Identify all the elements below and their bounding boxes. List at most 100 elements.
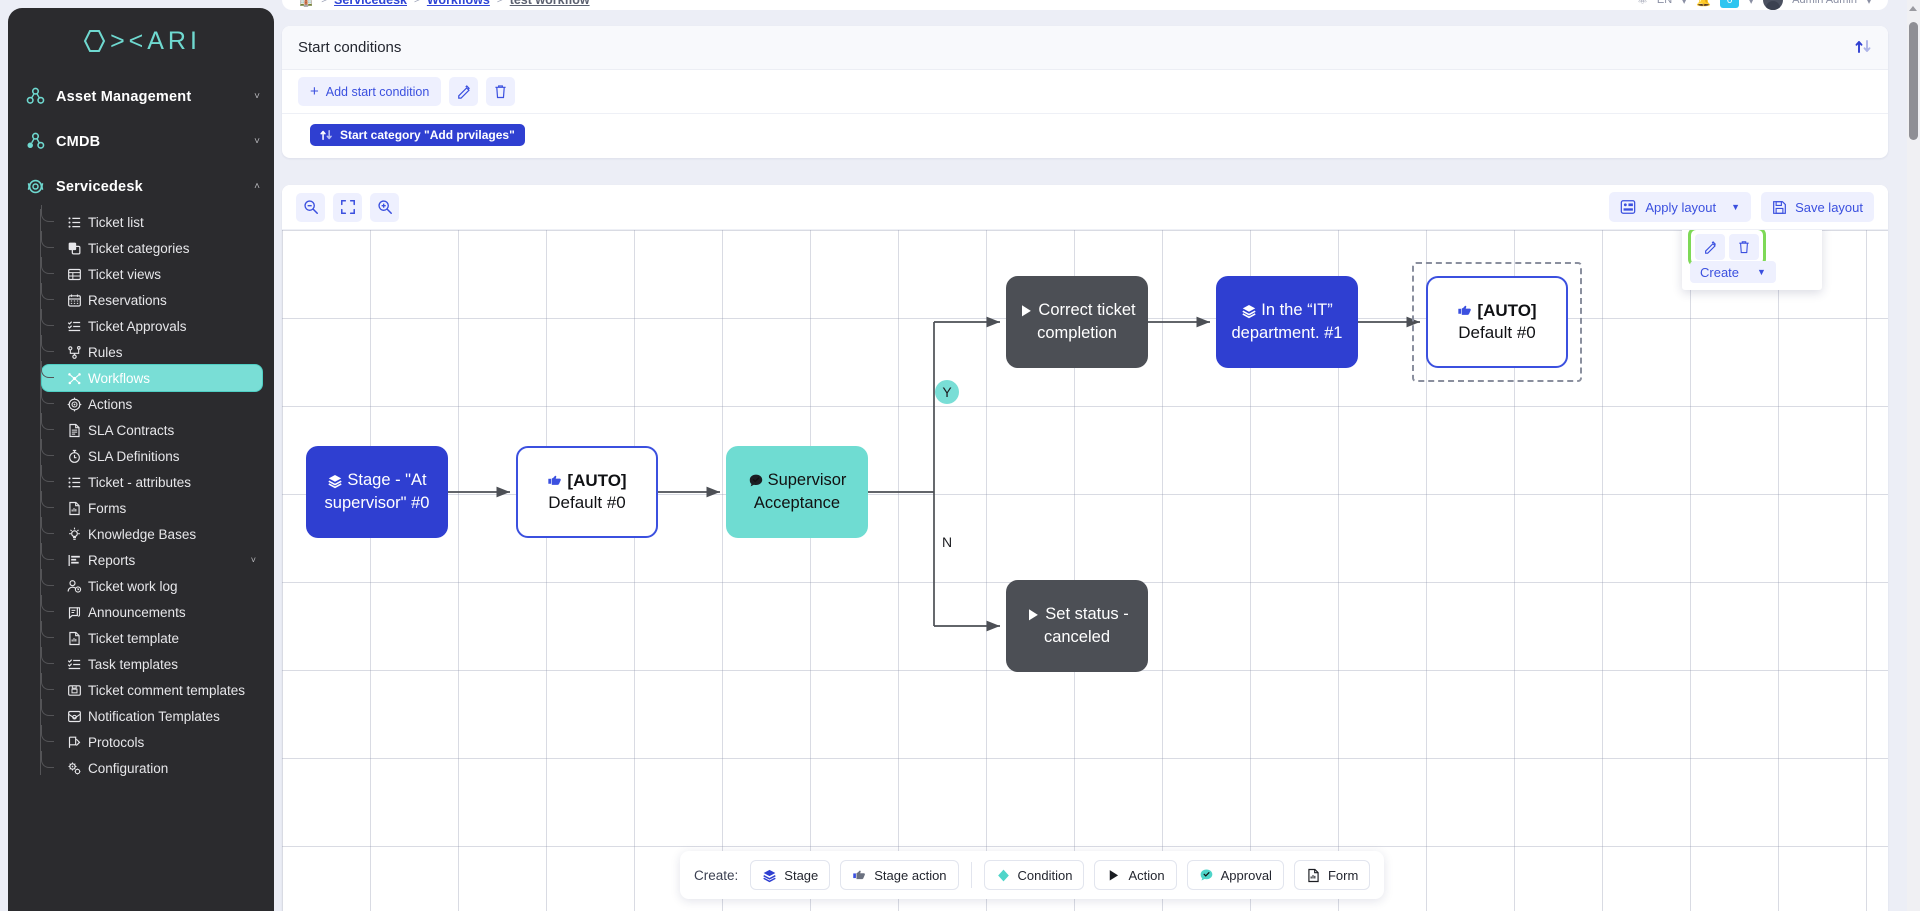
fit-screen-button[interactable]	[333, 192, 362, 222]
chevron-down-icon[interactable]: ▾	[1748, 0, 1755, 7]
page-scrollbar-thumb[interactable]	[1909, 22, 1918, 140]
page-scrollbar[interactable]	[1907, 0, 1920, 911]
chevron-down-icon[interactable]: ▾	[1865, 0, 1872, 7]
diamond-icon	[997, 869, 1009, 881]
sidebar-item-reservations[interactable]: Reservations	[41, 283, 262, 313]
workflow-node-n2[interactable]: [AUTO]Default #0	[516, 446, 658, 538]
checklist-icon	[67, 320, 80, 331]
sidebar-item-ticket-template[interactable]: Ticket template	[41, 621, 262, 651]
start-category-chip[interactable]: Start category "Add prvilages"	[310, 124, 525, 146]
announcement-icon	[60, 605, 88, 620]
sidebar-item-announcements[interactable]: Announcements	[41, 595, 262, 625]
node-create-dropdown[interactable]: Create ▼	[1690, 261, 1776, 283]
list-icon	[68, 216, 80, 228]
sidebar-item-label: SLA Contracts	[88, 422, 175, 438]
stack-icon	[1242, 304, 1256, 318]
pencil-icon	[1704, 240, 1716, 254]
create-stage-action-button[interactable]: Stage action	[840, 860, 959, 890]
start-category-row: Start category "Add prvilages"	[282, 114, 1888, 158]
sidebar-item-ticket-comment-templates[interactable]: Ticket comment templates	[41, 673, 262, 703]
save-layout-button[interactable]: Save layout	[1761, 192, 1874, 222]
workflow-node-n6[interactable]: [AUTO]Default #0	[1426, 276, 1568, 368]
create-stage-button[interactable]: Stage	[750, 860, 831, 890]
node-edit-button[interactable]	[1695, 234, 1725, 260]
sidebar-item-label: Protocols	[88, 734, 145, 750]
sidebar-item-sla-definitions[interactable]: SLA Definitions	[41, 439, 262, 469]
zoom-in-button[interactable]	[370, 192, 399, 222]
workflow-node-line2: Default #0	[548, 493, 626, 513]
main-area: 🏠 > Servicedesk > Workflows > test workf…	[282, 0, 1920, 911]
sidebar-group-servicedesk[interactable]: Servicedesk˄	[8, 164, 274, 209]
node-delete-button[interactable]	[1729, 234, 1759, 260]
bell-icon[interactable]: 🔔	[1696, 0, 1712, 7]
trash-icon	[1739, 241, 1749, 254]
home-icon[interactable]: 🏠	[298, 0, 314, 8]
chevron-icon[interactable]: ˅	[254, 136, 260, 147]
workflow-node-line1: Set status -	[1045, 605, 1129, 624]
sidebar-item-ticket-approvals[interactable]: Ticket Approvals	[41, 309, 262, 339]
zoom-out-button[interactable]	[296, 192, 325, 222]
sidebar-item-ticket-list[interactable]: Ticket list	[41, 205, 262, 235]
sidebar-group-cmdb[interactable]: CMDB˅	[8, 119, 274, 164]
avatar[interactable]	[1763, 0, 1784, 10]
sidebar-item-label: Ticket views	[88, 266, 162, 282]
globe-icon[interactable]: ⚛	[1637, 0, 1648, 7]
cogs-icon	[68, 762, 80, 774]
create-approval-button[interactable]: Approval	[1186, 860, 1284, 890]
sidebar-item-rules[interactable]: Rules	[41, 335, 262, 365]
approval-icon	[749, 474, 762, 486]
sidebar-item-workflows[interactable]: Workflows	[41, 361, 262, 391]
chevron-icon[interactable]: ˅	[254, 91, 260, 102]
start-conditions-toolbar: + Add start condition	[282, 70, 1888, 114]
create-condition-button[interactable]: Condition	[983, 860, 1085, 890]
sidebar-item-task-templates[interactable]: Task templates	[41, 647, 262, 677]
add-start-condition-button[interactable]: + Add start condition	[298, 77, 442, 106]
sidebar-item-protocols[interactable]: Protocols	[41, 725, 262, 755]
sidebar-item-notification-templates[interactable]: Notification Templates	[41, 699, 262, 729]
create-action-button[interactable]: Action	[1094, 860, 1177, 890]
top-bar: 🏠 > Servicedesk > Workflows > test workf…	[282, 0, 1888, 10]
workflow-node-line2: supervisor" #0	[324, 493, 430, 512]
breadcrumb-servicedesk[interactable]: Servicedesk	[334, 0, 408, 7]
sidebar-item-ticket-views[interactable]: Ticket views	[41, 257, 262, 287]
brand-logo[interactable]: OXARI ><ARI	[8, 8, 274, 74]
floppy-icon	[1773, 200, 1786, 214]
chevron-down-icon[interactable]: ▾	[1681, 0, 1688, 7]
language-selector[interactable]: EN	[1656, 0, 1673, 6]
chevron-icon[interactable]: ˄	[254, 181, 260, 192]
start-conditions-panel: Start conditions + Add start condition	[282, 26, 1888, 158]
sidebar-item-label: Ticket Approvals	[88, 318, 187, 334]
chevron-down-icon[interactable]: ˅	[250, 555, 256, 565]
scroll-up-arrow-icon[interactable]	[1909, 6, 1917, 11]
notifications-badge[interactable]: 0	[1720, 0, 1740, 8]
swap-refresh-icon[interactable]	[1855, 39, 1872, 57]
sidebar-item-reports[interactable]: Reports˅	[41, 543, 262, 573]
stack-icon	[328, 474, 342, 488]
delete-start-condition-button[interactable]	[486, 77, 516, 106]
sidebar-item-sla-contracts[interactable]: SLA Contracts	[41, 413, 262, 443]
stack-icon	[1241, 303, 1257, 319]
apply-layout-button[interactable]: Apply layout ▼	[1609, 192, 1752, 222]
calendar-icon	[60, 293, 88, 308]
sidebar-item-forms[interactable]: Forms	[41, 491, 262, 521]
breadcrumb-workflows[interactable]: Workflows	[426, 0, 490, 7]
list-icon	[60, 475, 88, 490]
sidebar-item-actions[interactable]: Actions	[41, 387, 262, 417]
workflow-node-n5[interactable]: In the “IT”department. #1	[1216, 276, 1358, 368]
workflow-icon	[67, 372, 81, 384]
swap-refresh-icon	[320, 130, 332, 140]
sidebar-group-asset-management[interactable]: Asset Management˅	[8, 74, 274, 119]
create-form-button[interactable]: Form	[1293, 860, 1371, 890]
chart-icon	[60, 553, 88, 568]
sidebar-item-configuration[interactable]: Configuration	[41, 751, 262, 781]
edit-start-condition-button[interactable]	[449, 77, 479, 106]
sidebar-item-knowledge-bases[interactable]: Knowledge Bases	[41, 517, 262, 547]
sidebar-item-ticket-attributes[interactable]: Ticket - attributes	[41, 465, 262, 495]
sidebar-item-ticket-categories[interactable]: Ticket categories	[41, 231, 262, 261]
sidebar-item-ticket-work-log[interactable]: Ticket work log	[41, 569, 262, 599]
workflow-node-n7[interactable]: Set status -canceled	[1006, 580, 1148, 672]
